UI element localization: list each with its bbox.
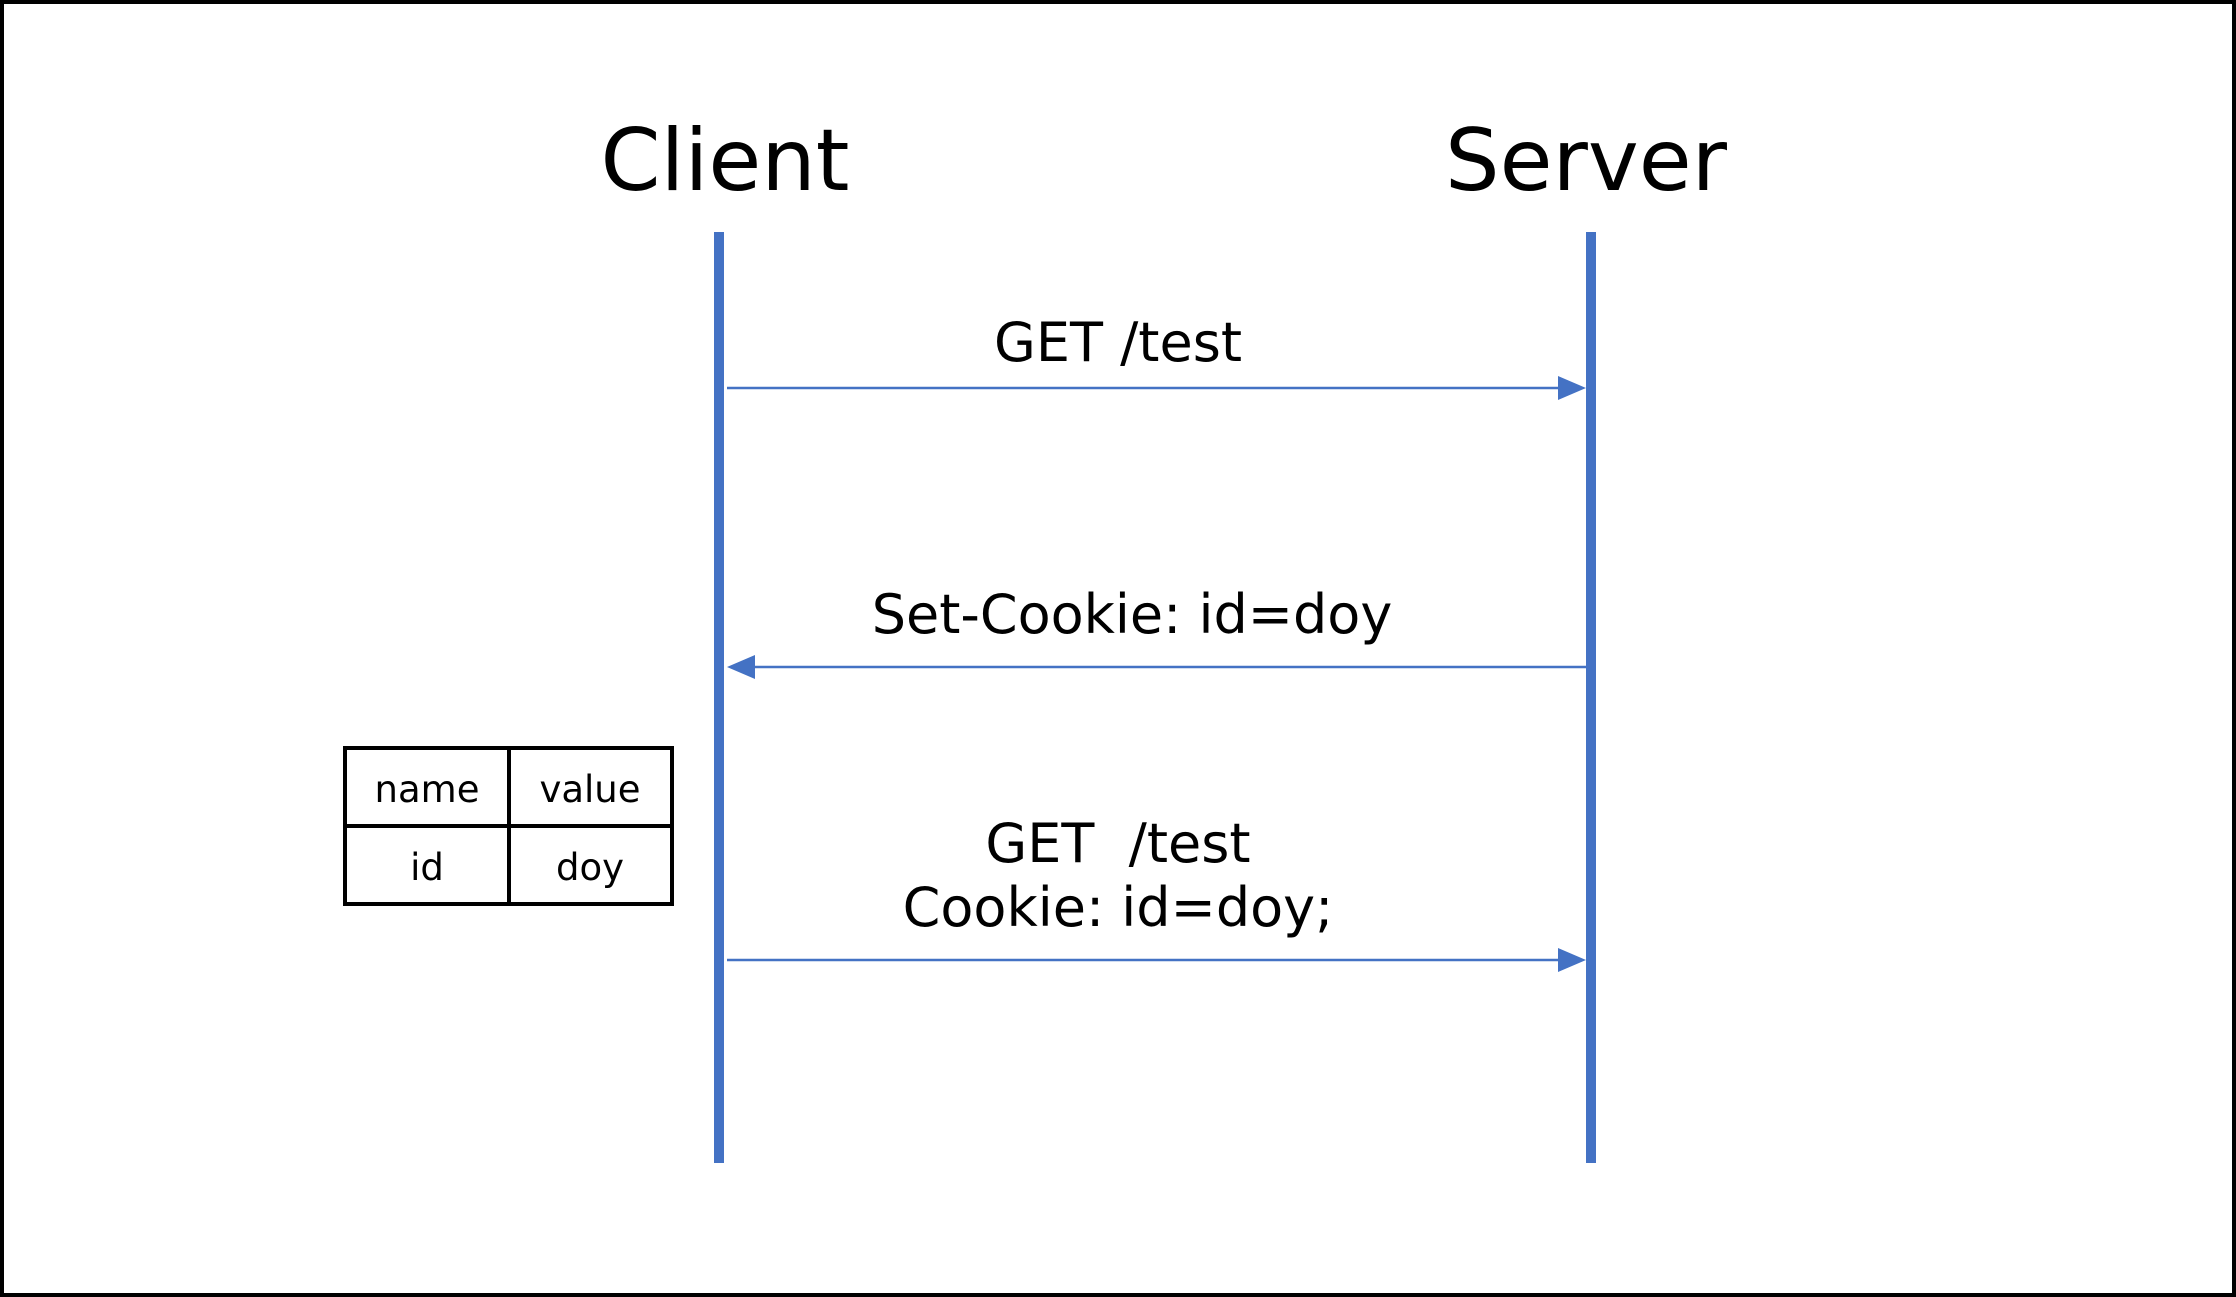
message-3-label-line-1: GET /test: [985, 812, 1250, 875]
message-3-label-line-2: Cookie: id=doy;: [903, 876, 1334, 939]
server-title: Server: [1445, 111, 1728, 211]
message-2-label: Set-Cookie: id=doy: [872, 583, 1393, 646]
cookie-table-cell-name: id: [410, 846, 444, 889]
message-2-arrowhead: [727, 655, 755, 679]
cookie-table-cell-value: doy: [556, 846, 624, 889]
cookie-table-header-value: value: [539, 768, 640, 811]
cookie-table-header-name: name: [375, 768, 480, 811]
message-3-arrowhead: [1558, 948, 1586, 972]
message-1-label: GET /test: [994, 311, 1242, 374]
client-title: Client: [601, 111, 850, 211]
message-1-arrowhead: [1558, 376, 1586, 400]
cookie-table: name value id doy: [343, 746, 674, 906]
